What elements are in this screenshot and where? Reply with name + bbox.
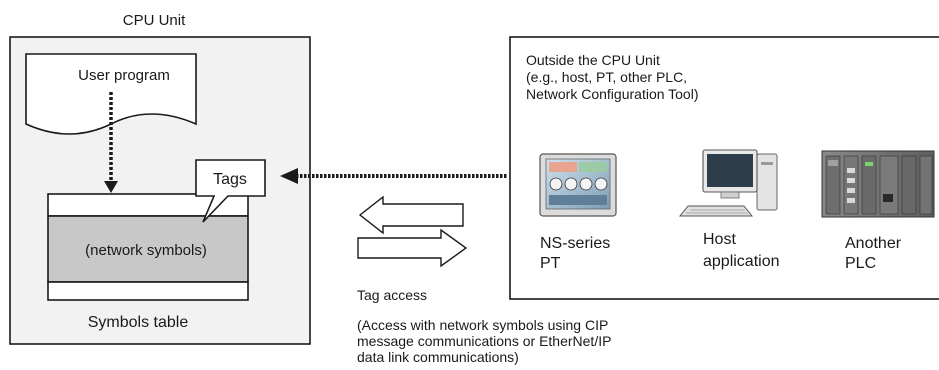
tags-label: Tags (213, 171, 247, 188)
cpu-unit-title: CPU Unit (123, 12, 186, 29)
host-application-line-1: Host (703, 231, 736, 248)
program-to-table-arrowhead (104, 181, 118, 193)
right-outline-arrow (357, 228, 468, 268)
outside-to-tags-arrowhead (280, 168, 298, 184)
ns-series-pt-line-2: PT (540, 255, 561, 272)
ns-series-pt-line-1: NS-series (540, 235, 610, 252)
host-application-line-2: application (703, 253, 780, 270)
tag-access-note-line-2: message communications or EtherNet/IP (357, 333, 611, 349)
tag-access-label: Tag access (357, 287, 427, 303)
user-program-label: User program (78, 67, 170, 84)
outside-title-line-2: (e.g., host, PT, other PLC, (526, 69, 687, 85)
network-symbols-label: (network symbols) (85, 242, 207, 259)
tag-access-note-line-1: (Access with network symbols using CIP (357, 317, 608, 333)
outside-title-line-3: Network Configuration Tool) (526, 86, 699, 102)
network-symbols-area (47, 215, 249, 283)
symbols-table-bottom-row (47, 281, 249, 301)
tag-access-note-line-3: data link communications) (357, 349, 519, 365)
another-plc-line-2: PLC (845, 255, 876, 272)
symbols-table-label: Symbols table (88, 314, 189, 331)
ns-series-pt-icon (539, 153, 617, 217)
left-outline-arrow (358, 195, 464, 235)
another-plc-line-1: Another (845, 235, 902, 252)
host-computer-icon (678, 149, 778, 217)
plc-rack-icon (821, 150, 935, 218)
outside-title-line-1: Outside the CPU Unit (526, 52, 660, 68)
tags-callout (195, 159, 266, 223)
